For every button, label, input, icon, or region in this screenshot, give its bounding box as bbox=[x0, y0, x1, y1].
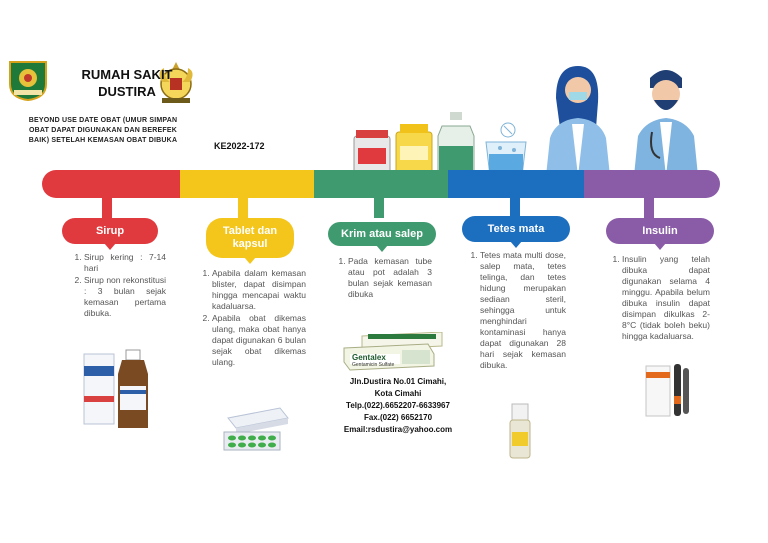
list-item: Insulin yang telah dibuka dapat digunaka… bbox=[622, 254, 710, 342]
section-title-insulin: Insulin bbox=[606, 218, 714, 250]
timeline-segment-purple bbox=[584, 170, 720, 198]
list-item: Pada kemasan tube atau pot adalah 3 bula… bbox=[348, 256, 432, 300]
salep-product-image: Gentalex Gentamicin Sulfate bbox=[342, 331, 446, 372]
timeline-segment-blue bbox=[448, 170, 584, 198]
contact-address: Jln.Dustira No.01 Cimahi, Kota Cimahi Te… bbox=[328, 376, 468, 436]
syrup-product-image bbox=[82, 346, 160, 432]
tetes-description: Tetes mata multi dose, salep mata, tetes… bbox=[466, 250, 566, 372]
section-title-label: Krim atau salep bbox=[341, 227, 423, 240]
timeline-segment-yellow bbox=[180, 170, 314, 198]
eyedrop-product-image bbox=[508, 402, 532, 460]
section-title-label: Sirup bbox=[95, 224, 125, 237]
address-line: Jln.Dustira No.01 Cimahi, bbox=[349, 377, 447, 386]
timeline-notch bbox=[644, 198, 654, 218]
hospital-name: RUMAH SAKIT DUSTIRA bbox=[62, 66, 192, 100]
email-line: Email:rsdustira@yahoo.com bbox=[343, 425, 453, 434]
insulin-product-image bbox=[644, 362, 692, 418]
phone-line: Telp.(022).6652207-6633967 bbox=[346, 401, 450, 410]
kesdam-logo bbox=[6, 58, 50, 102]
page-subtitle: BEYOND USE DATE OBAT (UMUR SIMPAN OBAT D… bbox=[28, 117, 178, 144]
timeline-notch bbox=[510, 198, 520, 218]
section-title-label: Insulin bbox=[642, 224, 678, 237]
timeline-segment-red bbox=[42, 170, 180, 198]
list-item: Tetes mata multi dose, salep mata, tetes… bbox=[480, 250, 566, 371]
list-item: Sirup kering : 7-14 hari bbox=[84, 252, 166, 274]
salep-subname: Gentamicin Sulfate bbox=[352, 362, 395, 368]
tablet-product-image bbox=[222, 402, 292, 452]
document-code: KE2022-172 bbox=[214, 141, 265, 151]
section-title-krim: Krim atau salep bbox=[328, 222, 436, 252]
tablet-description: Apabila dalam kemasan blister, dapat dis… bbox=[198, 268, 306, 369]
section-title-label: Tetes mata bbox=[487, 222, 545, 235]
list-item: Sirup non rekonstitusi : 3 bulan sejak k… bbox=[84, 275, 166, 319]
hospital-name-line1: RUMAH SAKIT bbox=[81, 67, 173, 82]
address-line: Kota Cimahi bbox=[374, 389, 422, 398]
timeline-segment-green bbox=[314, 170, 448, 198]
doctors-illustration bbox=[536, 58, 726, 176]
timeline-notch bbox=[238, 198, 248, 218]
timeline-notch bbox=[374, 198, 384, 218]
section-title-tablet: Tablet dan kapsul bbox=[206, 218, 294, 264]
dustira-emblem-logo bbox=[152, 58, 200, 106]
insulin-description: Insulin yang telah dibuka dapat digunaka… bbox=[608, 254, 710, 343]
section-title-label: Tablet dan kapsul bbox=[222, 225, 278, 250]
section-title-sirup: Sirup bbox=[62, 218, 158, 250]
sirup-description: Sirup kering : 7-14 hari Sirup non rekon… bbox=[70, 252, 166, 320]
list-item: Apabila dalam kemasan blister, dapat dis… bbox=[212, 268, 306, 312]
fax-line: Fax.(022) 6652170 bbox=[363, 413, 433, 422]
krim-description: Pada kemasan tube atau pot adalah 3 bula… bbox=[334, 256, 432, 301]
list-item: Apabila obat dikemas ulang, maka obat ha… bbox=[212, 313, 306, 368]
medicine-illustration bbox=[350, 106, 540, 177]
section-title-tetes: Tetes mata bbox=[462, 216, 570, 248]
salep-brand: Gentalex bbox=[352, 353, 386, 362]
hospital-name-line2: DUSTIRA bbox=[98, 84, 156, 99]
timeline-notch bbox=[102, 198, 112, 218]
